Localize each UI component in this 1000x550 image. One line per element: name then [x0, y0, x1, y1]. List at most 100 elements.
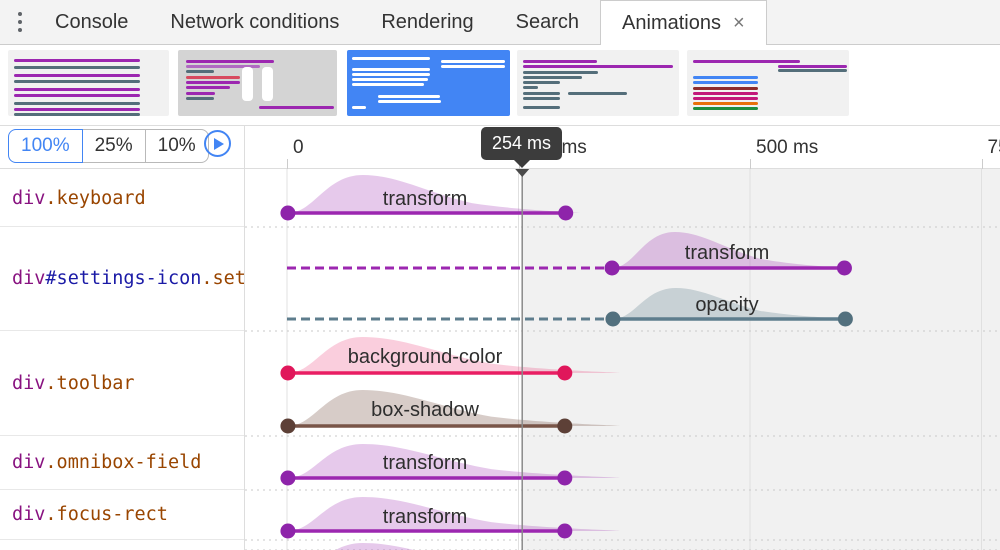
- playhead-time-tooltip: 254 ms: [481, 127, 562, 168]
- selector-part-tag: div: [12, 452, 46, 473]
- keyframe-dot-end[interactable]: [836, 260, 852, 276]
- thumbnail-stripe: [14, 59, 140, 62]
- thumbnail-stripe: [186, 81, 240, 84]
- animation-group-thumbnail-1[interactable]: [8, 50, 169, 116]
- node-row-div#settings-icon.settings-icon[interactable]: div#settings-icon.settings-icon: [0, 227, 244, 331]
- playback-rate-button-100[interactable]: 100%: [8, 129, 83, 163]
- thumbnail-stripe: [352, 83, 424, 86]
- thumbnail-stripe: [378, 100, 441, 103]
- animation-group-thumbnail-2[interactable]: [178, 50, 337, 116]
- kebab-menu-icon[interactable]: [0, 0, 34, 44]
- node-row-div.omnibox-field[interactable]: div.omnibox-field: [0, 436, 244, 490]
- replay-button[interactable]: [204, 130, 231, 157]
- node-row-div.toolbar[interactable]: div.toolbar: [0, 331, 244, 436]
- keyframe-dot-start[interactable]: [280, 470, 296, 486]
- keyframe-dot-end[interactable]: [558, 205, 574, 221]
- thumbnail-stripe: [186, 97, 214, 100]
- playhead-time-label: 254 ms: [491, 133, 552, 153]
- thumbnail-stripe: [352, 78, 428, 81]
- thumbnail-stripe: [14, 102, 140, 105]
- thumbnail-stripe: [186, 70, 214, 73]
- keyframe-dot-start[interactable]: [280, 523, 296, 539]
- selector-part-class: .keyboard: [45, 188, 146, 209]
- play-icon: [214, 137, 224, 150]
- thumbnail-stripe: [523, 92, 560, 95]
- keyframe-dot-end[interactable]: [557, 418, 573, 434]
- selector-part-class: .toolbar: [45, 372, 135, 394]
- thumbnail-stripe: [693, 60, 800, 63]
- tab-console[interactable]: Console: [34, 0, 149, 44]
- keyframe-dot-start[interactable]: [605, 311, 621, 327]
- ruler-label-0: 0: [293, 137, 304, 158]
- keyframe-dot-start[interactable]: [280, 205, 296, 221]
- keyframe-dot-end[interactable]: [557, 365, 573, 381]
- thumbnail-stripe: [441, 60, 505, 63]
- keyframe-dot-end[interactable]: [837, 311, 853, 327]
- animated-nodes-column: div.keyboarddiv#settings-icon.settings-i…: [0, 169, 245, 550]
- animation-group-thumbnail-3-selected[interactable]: [347, 50, 510, 116]
- keyframe-dot-start[interactable]: [280, 365, 296, 381]
- ruler-label-500: 500 ms: [756, 137, 819, 158]
- track-property-label: opacity: [695, 294, 758, 316]
- thumbnail-stripe: [259, 106, 334, 109]
- tab-close-icon[interactable]: ×: [732, 12, 745, 34]
- tab-animations[interactable]: Animations ×: [600, 0, 767, 45]
- ruler-tick-750: [981, 159, 983, 169]
- thumbnail-stripe: [693, 97, 758, 100]
- playback-rate-button-25[interactable]: 25%: [81, 129, 146, 163]
- selector-part-class: .focus-rect: [45, 504, 168, 525]
- playback-rate-group: 100%25%10%: [8, 129, 209, 163]
- selector-part-class: .settings-icon: [201, 268, 244, 289]
- thumbnail-stripe: [186, 92, 215, 95]
- tab-label: Console: [55, 10, 129, 33]
- thumbnail-stripe: [14, 80, 140, 83]
- node-row-div.focus-rect[interactable]: div.focus-rect: [0, 490, 244, 540]
- animation-groups-preview-bar: [0, 45, 1000, 125]
- thumbnail-stripe: [14, 113, 140, 116]
- keyframe-dot-end[interactable]: [557, 523, 573, 539]
- thumbnail-stripe: [441, 65, 505, 68]
- easing-curve-box-shadow: [287, 390, 620, 426]
- thumbnail-stripe: [693, 107, 758, 110]
- animation-group-thumbnail-5[interactable]: [687, 50, 849, 116]
- thumbnail-stripe: [778, 65, 847, 68]
- keyframe-dot-start[interactable]: [604, 260, 620, 276]
- node-row-div.keyboard[interactable]: div.keyboard: [0, 171, 244, 227]
- tab-network-conditions[interactable]: Network conditions: [149, 0, 360, 44]
- thumbnail-stripe: [186, 65, 260, 68]
- timeline-canvas: transformtransformopacitybackground-colo…: [245, 169, 1000, 550]
- selector-part-id: #settings-icon: [45, 268, 202, 289]
- thumbnail-stripe: [523, 65, 673, 68]
- ruler-tick-500: [750, 159, 751, 169]
- thumbnail-bar: [262, 67, 273, 101]
- thumbnail-stripe: [523, 97, 560, 100]
- playback-rate-button-10[interactable]: 10%: [144, 129, 209, 163]
- track-property-label: box-shadow: [371, 399, 479, 421]
- easing-curve-background-color: [287, 337, 620, 373]
- thumbnail-stripe: [14, 94, 140, 97]
- playhead-marker[interactable]: [515, 169, 530, 177]
- thumbnail-stripe: [523, 60, 597, 63]
- tab-label: Rendering: [381, 10, 474, 33]
- selector-part-tag: div: [12, 188, 46, 209]
- selector-part-tag: div: [12, 268, 46, 289]
- thumbnail-stripe: [352, 68, 430, 71]
- tabs-host: Console Network conditions Rendering Search…: [34, 0, 767, 45]
- track-property-label: transform: [383, 452, 467, 474]
- thumbnail-stripe: [523, 81, 560, 84]
- animation-group-thumbnail-4[interactable]: [517, 50, 679, 116]
- thumbnail-stripe: [14, 74, 140, 77]
- easing-curve-transform: [287, 497, 620, 531]
- tab-label: Network conditions: [170, 10, 340, 33]
- tab-rendering[interactable]: Rendering: [360, 0, 494, 44]
- keyframe-dot-end[interactable]: [557, 470, 573, 486]
- thumbnail-stripe: [523, 71, 598, 74]
- thumbnail-stripe: [693, 76, 758, 79]
- thumbnail-stripe: [693, 87, 758, 90]
- keyframe-dot-start[interactable]: [280, 418, 296, 434]
- selector-part-tag: div: [12, 372, 46, 394]
- tab-label: Animations: [622, 11, 721, 34]
- tab-search[interactable]: Search: [495, 0, 600, 44]
- thumbnail-stripe: [523, 86, 538, 89]
